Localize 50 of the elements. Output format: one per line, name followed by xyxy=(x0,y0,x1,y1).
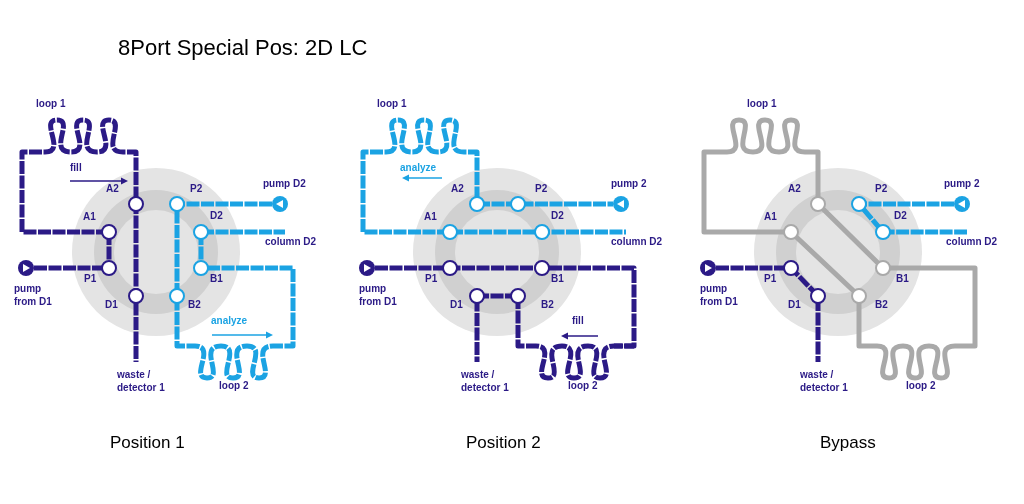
diagram-label: pump from D1 xyxy=(700,282,739,308)
diagram-label: A1 xyxy=(424,210,437,223)
position-caption: Position 2 xyxy=(466,432,541,454)
diagram-label: A2 xyxy=(788,182,801,195)
diagram-label: A2 xyxy=(451,182,464,195)
diagram-label: D1 xyxy=(788,298,801,311)
diagram-label: B1 xyxy=(896,272,909,285)
diagram-label: column D2 xyxy=(611,235,663,248)
diagram-label: loop 2 xyxy=(568,379,598,392)
diagram-label: analyze xyxy=(400,161,437,174)
diagram-label: pump from D1 xyxy=(359,282,398,308)
position-caption: Position 1 xyxy=(110,432,185,454)
diagram-label: column D2 xyxy=(265,235,317,248)
diagram-label: D2 xyxy=(894,209,907,222)
diagram-label: pump 2 xyxy=(944,177,980,190)
diagram-label: fill xyxy=(70,161,82,174)
diagram-label: analyze xyxy=(211,314,248,327)
diagram-label: B2 xyxy=(875,298,888,311)
diagram-label: loop 2 xyxy=(906,379,936,392)
diagram-label: P1 xyxy=(425,272,438,285)
diagram-label: pump 2 xyxy=(611,177,647,190)
diagram-label: B1 xyxy=(551,272,564,285)
diagram-label: B2 xyxy=(541,298,554,311)
diagram-label: waste / detector 1 xyxy=(117,368,166,394)
diagram-label: P1 xyxy=(764,272,777,285)
position-caption: Bypass xyxy=(820,432,876,454)
diagram-label: B2 xyxy=(188,298,201,311)
diagram-label: fill xyxy=(572,314,584,327)
diagram-label: column D2 xyxy=(946,235,998,248)
diagram-label: loop 2 xyxy=(219,379,249,392)
title: 8Port Special Pos: 2D LC xyxy=(118,34,368,62)
diagram-label: P2 xyxy=(535,182,548,195)
diagram-label: D1 xyxy=(450,298,463,311)
diagram-label: B1 xyxy=(210,272,223,285)
diagram-label: waste / detector 1 xyxy=(461,368,510,394)
diagram-label: A2 xyxy=(106,182,119,195)
diagram-label: loop 1 xyxy=(377,97,407,110)
diagram-label: D2 xyxy=(551,209,564,222)
diagram-label: A1 xyxy=(83,210,96,223)
diagram-label: D2 xyxy=(210,209,223,222)
diagram-label: D1 xyxy=(105,298,118,311)
diagram-label: P2 xyxy=(190,182,203,195)
diagram-label: loop 1 xyxy=(36,97,66,110)
diagram-label: pump D2 xyxy=(263,177,306,190)
diagram-label: P1 xyxy=(84,272,97,285)
diagram-label: pump from D1 xyxy=(14,282,53,308)
diagram-label: A1 xyxy=(764,210,777,223)
diagram-label: P2 xyxy=(875,182,888,195)
diagram-label: loop 1 xyxy=(747,97,777,110)
diagram-label: waste / detector 1 xyxy=(800,368,849,394)
